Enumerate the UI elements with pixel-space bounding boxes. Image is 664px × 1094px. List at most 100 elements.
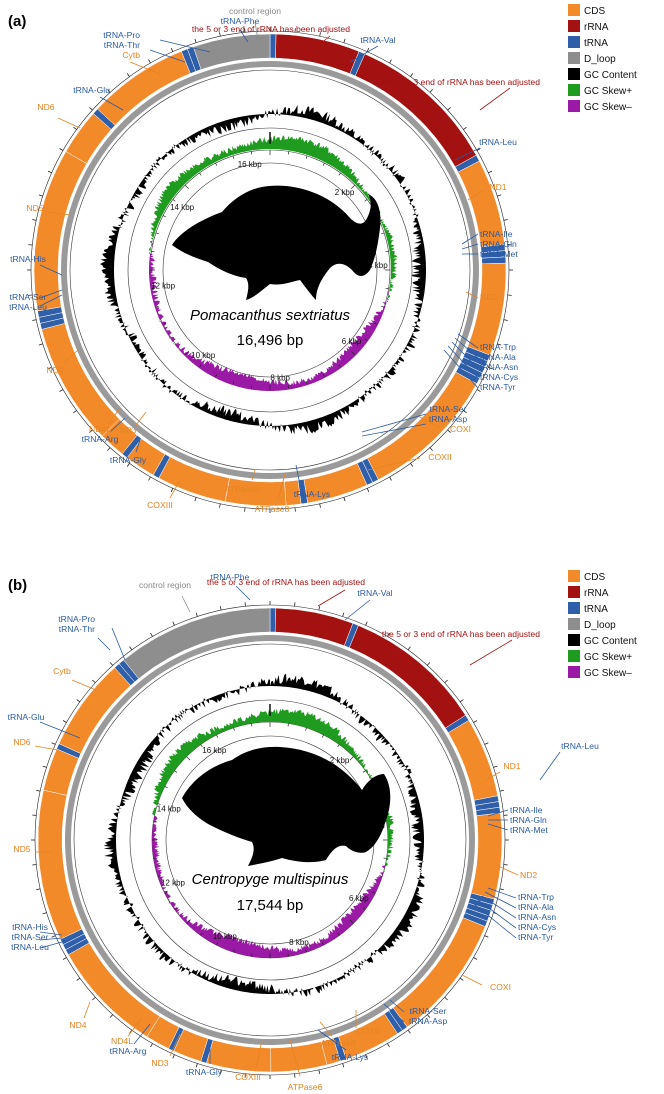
gene-label: tRNA-Asp: [429, 414, 467, 424]
gene-label: tRNA-Leu: [561, 741, 599, 751]
gene-label: tRNA-Leu: [479, 137, 517, 147]
gene-label: tRNA-Ile: [480, 229, 513, 239]
legend-label: GC Skew+: [584, 86, 632, 97]
legend-swatch: [568, 634, 580, 646]
scale-tick: [484, 935, 489, 938]
gene-label: control region: [229, 6, 281, 16]
callout-leader: [479, 87, 511, 111]
scale-tick: [194, 497, 197, 502]
scale-tick: [488, 170, 493, 174]
kbp-tick: [338, 364, 341, 368]
scale-tick: [444, 679, 448, 684]
kbp-tick: [364, 338, 368, 341]
gene-label: tRNA-Asn: [518, 912, 556, 922]
callout-leader: [135, 439, 141, 453]
kbp-tick: [200, 744, 203, 748]
callout-leader: [487, 887, 517, 899]
kbp-tick: [364, 199, 368, 202]
kbp-label: 12 kbp: [161, 879, 186, 888]
kbp-tick: [322, 162, 325, 166]
kbp-tick: [232, 155, 235, 159]
scale-tick: [473, 957, 478, 960]
scale-tick: [107, 447, 111, 451]
legend-label: GC Content: [584, 636, 637, 647]
callout-leader: [129, 61, 161, 75]
scale-tick: [219, 606, 222, 611]
gene-label: ND4L: [89, 424, 111, 434]
callout-leader: [111, 627, 126, 661]
kbp-tick: [233, 949, 235, 953]
legend-label: D_loop: [584, 620, 616, 631]
callout-leader: [39, 931, 63, 936]
legend-swatch: [568, 52, 580, 64]
scale-tick: [92, 679, 96, 684]
gene-label: tRNA-Lys: [332, 1052, 368, 1062]
gene-label: tRNA-Ser: [430, 404, 467, 414]
kbp-tick: [164, 786, 168, 789]
kbp-label: 16 kbp: [238, 160, 263, 169]
gene-label: Cytb: [53, 666, 71, 676]
gene-label: tRNA-Tyr: [480, 382, 515, 392]
scale-tick: [459, 699, 464, 703]
gene-label: COXIII: [147, 500, 173, 510]
gene-label: tRNA-Met: [510, 825, 548, 835]
legend-label: CDS: [584, 572, 605, 583]
callout-leader: [34, 745, 59, 751]
callout-leader: [487, 809, 509, 817]
scale-tick: [493, 765, 498, 768]
gene-arc-nd2: [470, 812, 503, 900]
kbp-tick: [155, 305, 159, 308]
kbp-tick: [157, 875, 161, 877]
scale-tick: [62, 720, 67, 723]
callout-leader: [367, 457, 421, 471]
callout-leader: [289, 1039, 301, 1077]
legend-swatch: [568, 100, 580, 112]
scale-tick: [318, 1069, 321, 1074]
gene-arc-atpase6: [270, 1041, 328, 1073]
kbp-tick: [305, 727, 307, 731]
callout-leader: [109, 417, 126, 433]
callout-leader: [484, 891, 517, 909]
gene-label: tRNA-Asn: [480, 362, 518, 372]
callout-leader: [481, 895, 517, 919]
scale-tick: [126, 463, 130, 467]
scale-tick: [36, 789, 41, 792]
gene-label: COXI: [450, 424, 471, 434]
legend-swatch: [568, 586, 580, 598]
scale-tick: [365, 1054, 368, 1059]
gene-label: ND1: [489, 182, 506, 192]
kbp-label: 8 kbp: [289, 938, 309, 947]
gene-label: control region: [139, 580, 191, 590]
scale-tick: [32, 219, 37, 221]
legend-label: rRNA: [584, 588, 609, 599]
scale-tick: [126, 73, 130, 77]
legend-label: CDS: [584, 6, 605, 17]
gene-label: tRNA-Leu: [11, 942, 49, 952]
scale-tick: [463, 126, 467, 130]
callout-leader: [255, 1039, 263, 1069]
kbp-tick: [215, 374, 218, 378]
gene-label: tRNA-His: [12, 922, 48, 932]
scale-tick: [107, 89, 111, 93]
scale-tick: [499, 888, 504, 891]
scale-tick: [447, 107, 451, 111]
scale-tick: [473, 720, 478, 723]
callout-leader: [461, 974, 483, 986]
scale-tick: [476, 389, 481, 392]
kbp-tick: [155, 232, 159, 235]
scale-tick: [38, 194, 43, 197]
callout-leader: [47, 211, 71, 216]
kbp-tick: [172, 199, 176, 202]
kbp-label: 8 kbp: [270, 374, 290, 383]
kbp-tick: [186, 756, 191, 761]
callout-leader: [451, 341, 479, 369]
gene-label: tRNA-Phe: [221, 16, 260, 26]
scale-tick: [38, 343, 43, 346]
callout-leader: [469, 639, 513, 666]
callout-leader: [83, 1001, 91, 1019]
gene-label: ND3: [151, 1058, 168, 1068]
kbp-tick: [215, 162, 218, 166]
gene-label: ND4: [46, 365, 63, 375]
